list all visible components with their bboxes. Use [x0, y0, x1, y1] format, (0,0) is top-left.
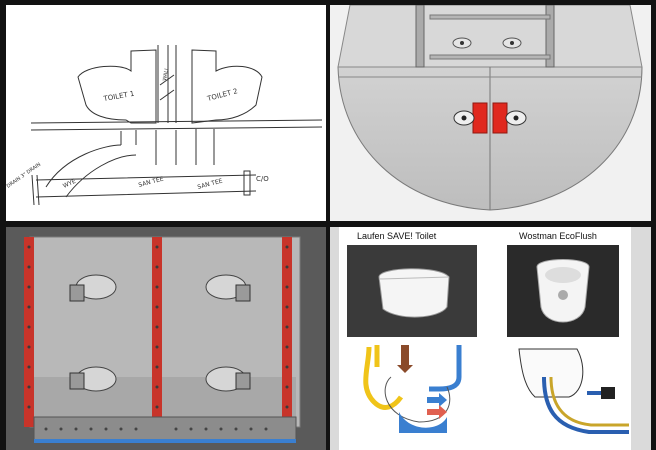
- red-strut-middle: [152, 237, 162, 427]
- cad-render-front-panel: [6, 227, 326, 450]
- plumbing-sketch: TOILET 1 WALL TOILET 2 WYE SAN TEE SAN T…: [6, 45, 323, 206]
- cad-render-front: [6, 227, 326, 450]
- right-toilet-title: Wostman EcoFlush: [519, 231, 597, 241]
- red-strut-right: [282, 237, 292, 427]
- comparison-graphics: [347, 245, 629, 434]
- comparison-sheet: Laufen SAVE! Toilet Wostman EcoFlush: [339, 227, 631, 450]
- red-bracket-left: [472, 102, 488, 134]
- toilet-1-label: TOILET 1: [102, 90, 135, 103]
- red-bracket-right: [492, 102, 508, 134]
- plumbing-sketch-panel: TOILET 1 WALL TOILET 2 WYE SAN TEE SAN T…: [6, 5, 326, 221]
- wall-label: WALL: [162, 67, 170, 82]
- left-toilet-title: Laufen SAVE! Toilet: [357, 231, 437, 241]
- toilet-comparison-panel: Laufen SAVE! Toilet Wostman EcoFlush: [330, 227, 651, 450]
- cad-render-top-panel: [330, 5, 651, 221]
- red-strut-left: [24, 237, 34, 427]
- cleanout-label: C/O: [256, 175, 269, 183]
- toilet-2-label: TOILET 2: [205, 87, 238, 103]
- san-tee-2-label: SAN TEE: [197, 177, 224, 190]
- wostman-flow-diagram: [518, 348, 629, 434]
- laufen-flow-diagram: [363, 345, 462, 433]
- cad-render-top: [330, 5, 651, 221]
